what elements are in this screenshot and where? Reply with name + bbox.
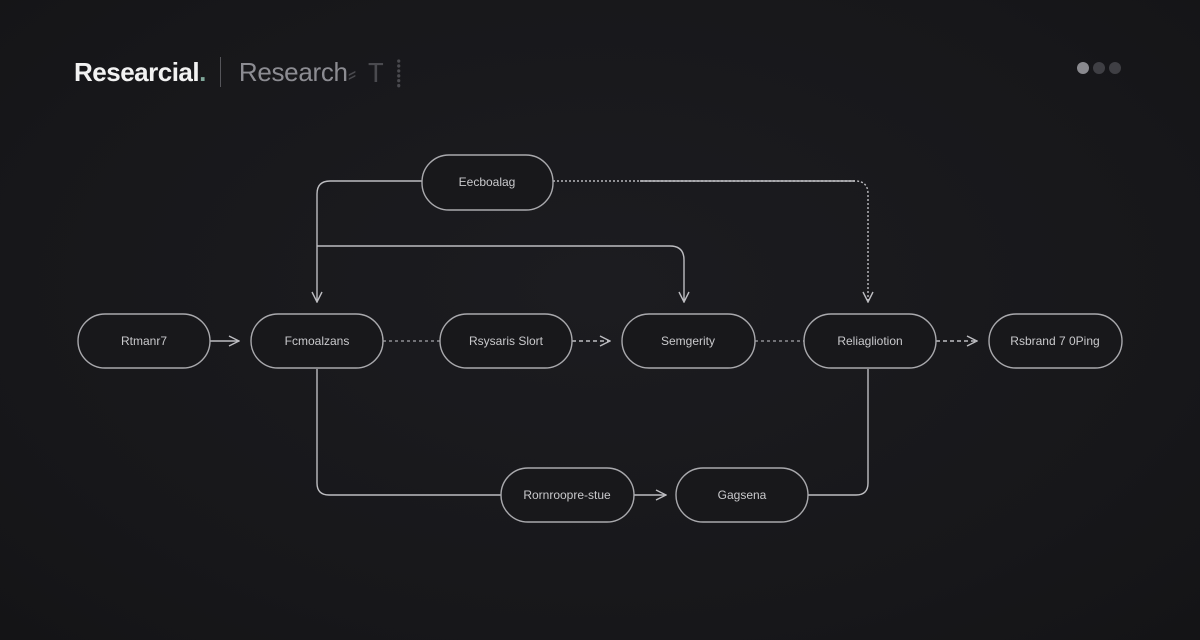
slide-pager (1077, 62, 1121, 74)
edge-n2-n8 (316, 369, 501, 496)
node-n8-label: Rornroopre-stue (523, 488, 611, 502)
node-n3[interactable] (439, 313, 573, 369)
node-n5[interactable] (803, 313, 937, 369)
node-n8[interactable] (500, 467, 635, 523)
brand-primary-text: Researcial (74, 56, 200, 87)
node-n6[interactable] (988, 313, 1123, 369)
node-n7[interactable] (421, 154, 554, 211)
node-labels: Rtmanr7 Fcmoalzans Rsysaris Slort Semger… (121, 175, 1100, 502)
nodes (77, 154, 1123, 523)
edge-n2-n4 (317, 245, 684, 302)
edge-n7-n2 (317, 180, 422, 302)
node-n4[interactable] (621, 313, 756, 369)
brand-secondary-tail: ⸗ T ⸽ (347, 59, 402, 89)
node-n4-label: Semgerity (661, 334, 715, 348)
brand-divider (219, 57, 221, 87)
edges (210, 180, 977, 496)
pager-dot-3[interactable] (1109, 62, 1121, 74)
node-n2[interactable] (250, 313, 384, 369)
node-n6-label: Rsbrand 7 0Ping (1010, 334, 1099, 348)
brand-logo-primary: Researcial. (74, 57, 206, 88)
node-n3-label: Rsysaris Slort (469, 334, 544, 348)
brand-header: Researcial. Research ⸗ T ⸽ (74, 56, 402, 90)
edge-n7-n5 (553, 180, 868, 302)
node-n5-label: Reliagliotion (837, 334, 902, 348)
node-n9[interactable] (675, 467, 809, 523)
brand-primary-dot: . (199, 56, 206, 87)
node-n9-label: Gagsena (718, 488, 767, 502)
brand-secondary-text: Research (238, 56, 348, 87)
node-n7-label: Eecboalag (459, 175, 516, 189)
pager-dot-2[interactable] (1093, 62, 1105, 74)
node-n2-label: Fcmoalzans (285, 334, 350, 348)
node-n1-label: Rtmanr7 (121, 334, 167, 348)
pager-dot-1[interactable] (1077, 62, 1089, 74)
edge-n9-n5 (808, 369, 869, 496)
node-n1[interactable] (77, 313, 211, 369)
